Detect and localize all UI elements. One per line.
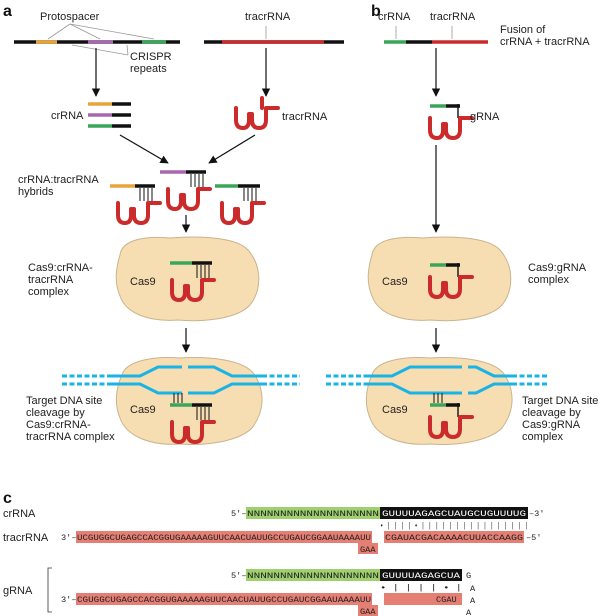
c-tracr-3prime: 3′– (61, 533, 76, 543)
c-grna-box2 (384, 593, 462, 605)
cas9-b1-label: Cas9 (382, 276, 408, 288)
c-grna-3prime: 3′– (61, 595, 76, 605)
c-grna-label: gRNA (3, 585, 33, 597)
c-pairing: • | | | | • | | | | | | | | | | | | | | … (380, 521, 528, 531)
c-crrna-3prime: –3′ (529, 509, 544, 519)
c-grna-seq2: CGAU (436, 595, 457, 605)
c-grna-5prime: 5′– (231, 571, 246, 581)
cas9-a2-rna (170, 393, 216, 444)
tracrrna-hairpin (234, 106, 280, 130)
c-grna-loop-a2: A (470, 596, 476, 606)
c-tracr-seq: UCGUGGCUGAGCCACGGUGAAAAAGUUCAACUAUUGCCUG… (77, 533, 371, 543)
cas9-cell-a2 (115, 357, 263, 445)
c-tracr-box2 (384, 531, 524, 543)
panel-b-letter: b (371, 3, 381, 20)
b-tracrrna-label: tracrRNA (430, 11, 476, 23)
panel-c-letter: c (3, 490, 12, 507)
dna-b (326, 365, 548, 395)
hybrid-orange (110, 184, 162, 225)
c-tracr-bulge-box (358, 543, 378, 554)
c-tracr-box (76, 531, 372, 543)
c-grna-bulge: GAA (360, 607, 376, 616)
cas9-cell-b1 (367, 236, 512, 322)
c-crrna-5prime: 5′– (231, 509, 246, 519)
tracrrna-label: tracrRNA (282, 111, 328, 123)
c-crrna-repeat-box (380, 507, 528, 519)
c-tracr-bulge: GAA (360, 545, 376, 555)
cas9-cell-b2 (365, 357, 513, 445)
c-crrna-spacer-box (246, 507, 380, 519)
c-grna-repeat: GUUUUAGAGCUA (382, 571, 461, 581)
grna-icon (428, 104, 474, 140)
cas9-a2-label: Cas9 (130, 404, 156, 416)
cas9-cell-a1 (115, 236, 260, 322)
c-crrna-spacer: NNNNNNNNNNNNNNNNNNNN (247, 509, 379, 519)
c-grna-loop-a1: A (470, 584, 476, 594)
c-grna-bracket (47, 567, 52, 613)
c-tracr-seq2: CGAUACGACAAAACUUACCAAGG (385, 533, 523, 543)
cas9-b2-label: Cas9 (382, 404, 408, 416)
protospacer-label: Protospacer (40, 11, 100, 23)
cas9-a1-label: Cas9 (130, 276, 156, 288)
crrna-label: crRNA (51, 110, 84, 122)
cas9-a1-rna (170, 261, 216, 302)
c-crrna-label: crRNA (3, 508, 36, 520)
b-crrna-label: crRNA (378, 11, 411, 23)
dna-a (62, 365, 300, 395)
panel-c: crRNA 5′– NNNNNNNNNNNNNNNNNNNN GUUUUAGAG… (3, 507, 544, 616)
c-grna-repeat-box (380, 569, 462, 581)
crrna-set (88, 102, 131, 128)
hybrid-purple (160, 170, 212, 211)
c-grna-bulge-box (358, 605, 378, 616)
c-grna-seq: CGUGGCUGAGCCACGGUGAAAAAGUUCAACUAUUGCCUGA… (77, 595, 371, 605)
c-grna-loop-a3: A (466, 608, 472, 616)
panel-a-letter: a (3, 3, 12, 20)
grna-label: gRNA (470, 111, 500, 123)
c-grna-loop-g: G (466, 571, 471, 581)
c-grna-box (76, 593, 372, 605)
cas9-b2-rna (428, 393, 474, 439)
c-crrna-repeat: GUUUUAGAGCUAUGCUGUUUUG (382, 509, 526, 519)
c-grna-spacer: NNNNNNNNNNNNNNNNNNNN (247, 571, 379, 581)
hybrid-green (215, 184, 266, 225)
tracrrna-top-label: tracrRNA (245, 11, 291, 23)
c-tracr-5prime: –5′ (526, 533, 541, 543)
c-grna-pairing: • | | | | • | (380, 583, 462, 593)
cas9-b1-rna (428, 263, 474, 299)
c-tracrrna-label: tracrRNA (3, 532, 49, 544)
c-grna-spacer-box (246, 569, 380, 581)
